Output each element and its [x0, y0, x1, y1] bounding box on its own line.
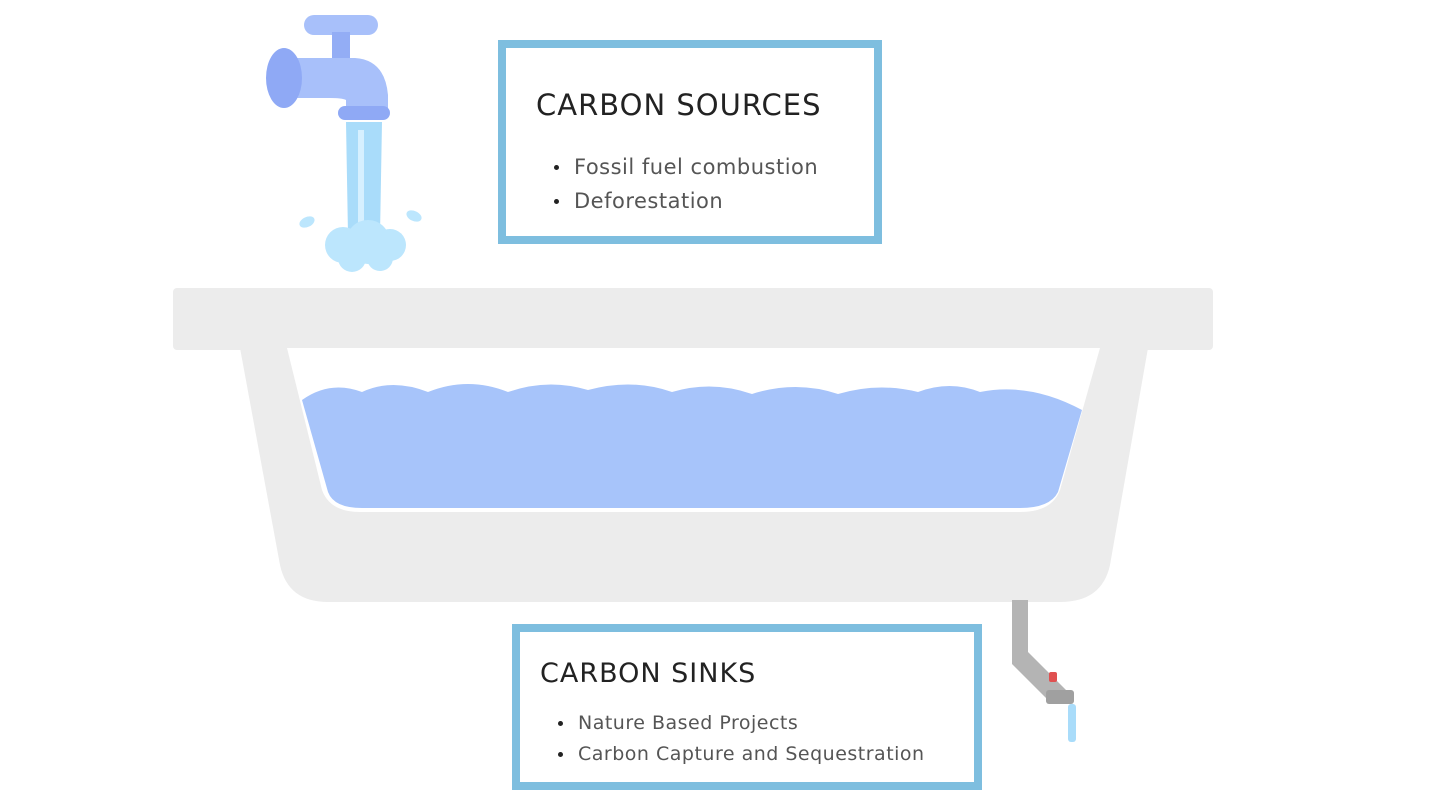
faucet-icon [266, 15, 422, 272]
carbon-sources-list: Fossil fuel combustion Deforestation [553, 150, 818, 218]
bathtub-icon [173, 288, 1213, 602]
water [302, 384, 1082, 508]
list-item: Fossil fuel combustion [553, 150, 818, 184]
carbon-sinks-list: Nature Based Projects Carbon Capture and… [558, 708, 925, 770]
list-item: Deforestation [553, 184, 818, 218]
list-item: Carbon Capture and Sequestration [558, 739, 925, 770]
carbon-sinks-title: CARBON SINKS [540, 658, 757, 689]
carbon-sources-box: CARBON SOURCES Fossil fuel combustion De… [498, 40, 882, 244]
carbon-sources-title: CARBON SOURCES [536, 88, 822, 122]
carbon-sinks-box: CARBON SINKS Nature Based Projects Carbo… [512, 624, 982, 790]
drain-pipe-icon [1012, 600, 1076, 742]
list-item: Nature Based Projects [558, 708, 925, 739]
